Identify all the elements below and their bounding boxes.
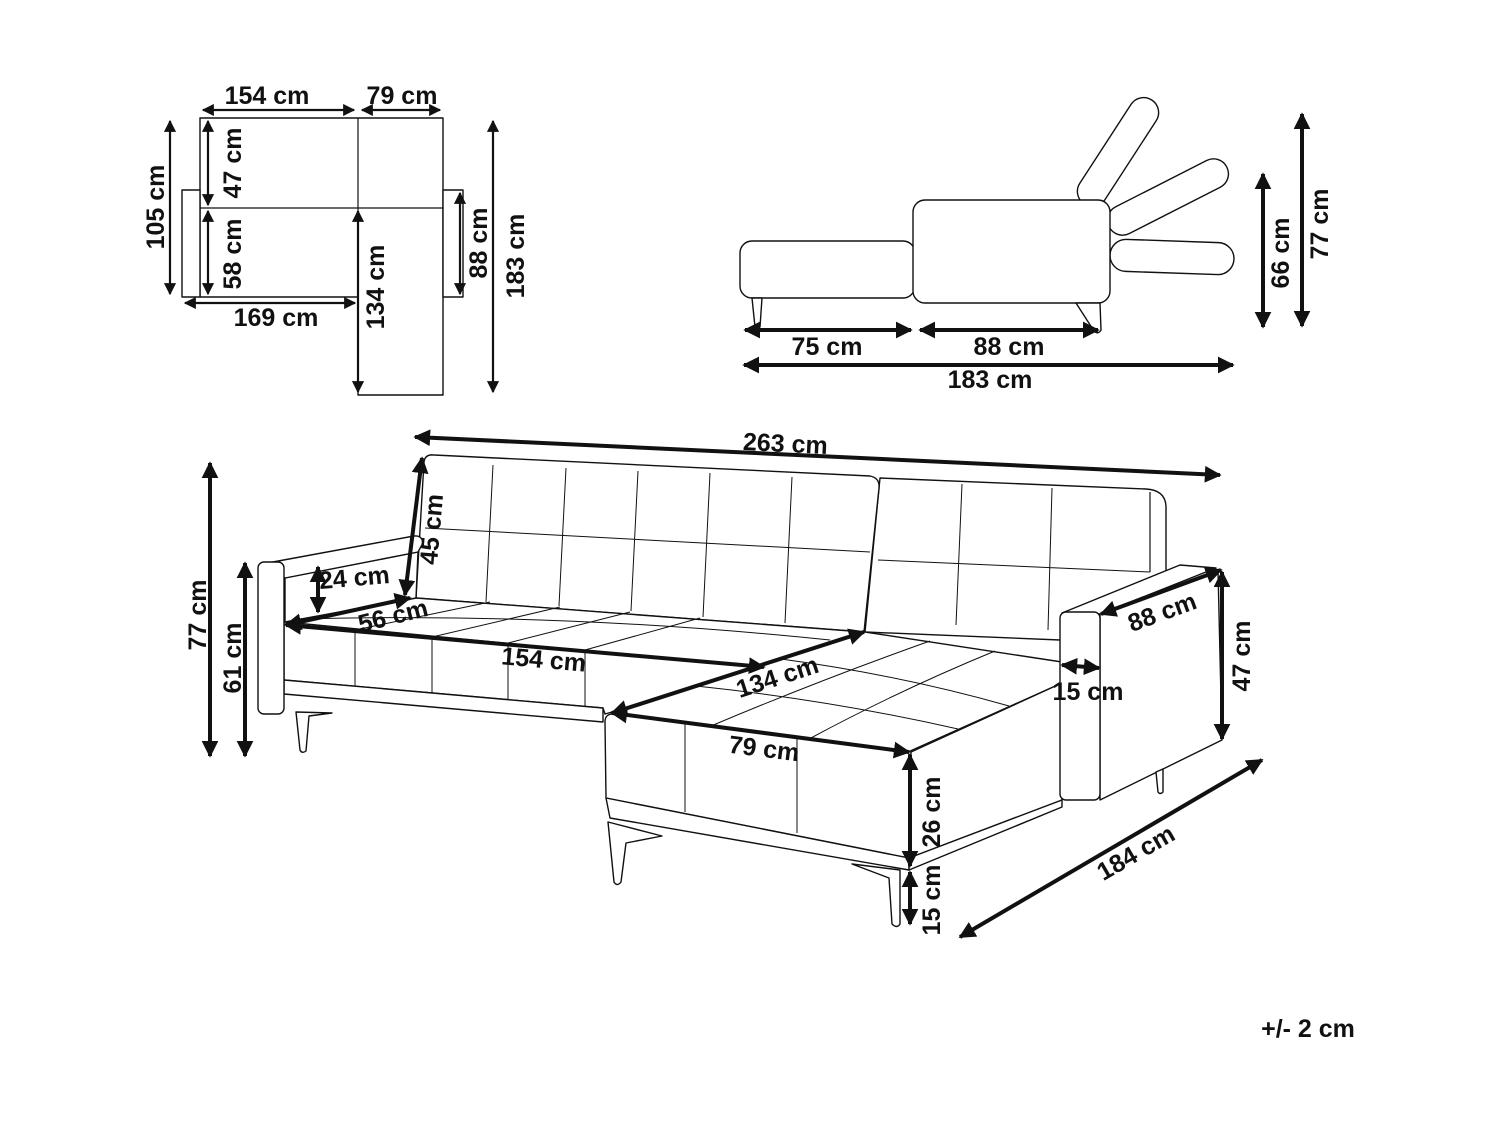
dim-chaise-width [610,706,911,759]
dim-chaise-depth [610,628,866,717]
label-arm-total-height: 61 cm [219,623,247,694]
label-arm-height: 47 cm [1228,621,1256,692]
label-back-height: 45 cm [415,493,449,566]
label-arm-above-seat: 24 cm [318,561,391,595]
leg-left-arm [295,711,333,753]
plan-label-seat-length: 169 cm [234,304,319,332]
side-view: 75 cm 88 cm 183 cm 66 cm 77 cm [739,96,1334,394]
dim-arm-length [1099,567,1223,617]
leg-chaise-right [851,863,901,928]
side-label-seat-length: 75 cm [792,333,863,361]
right-arm-front [1059,611,1101,801]
plan-left-arm [181,189,201,298]
side-label-bed-length: 88 cm [974,333,1045,361]
side-leg-left [751,297,763,330]
plan-label-back-width: 154 cm [225,82,310,110]
backrest-flat [1109,238,1235,276]
tolerance-note: +/- 2 cm [1261,1015,1355,1043]
leg-right-arm [1155,768,1164,795]
side-main-section [912,199,1111,304]
label-seat-height: 26 cm [918,777,946,848]
dim-total-width [413,429,1222,483]
left-arm-front [257,561,285,715]
side-label-height-high: 77 cm [1306,189,1334,260]
dim-back-height [398,456,429,597]
plan-label-back-depth: 47 cm [219,128,247,199]
plan-label-arm-length: 88 cm [465,208,493,279]
label-total-width: 263 cm [742,428,828,460]
dim-total-length [958,758,1264,939]
plan-label-seat-depth: 58 cm [219,219,247,290]
plan-label-total-depth: 183 cm [502,214,530,299]
plan-view: 154 cm 79 cm 105 cm 47 cm 58 cm 169 cm 1… [142,82,530,396]
plan-label-section-depth: 105 cm [142,165,170,250]
label-leg-height: 15 cm [918,865,946,936]
label-arm-width: 15 cm [1053,678,1124,706]
perspective-view: 263 cm 45 cm 24 cm 56 cm 154 cm 134 cm 7… [184,428,1264,939]
backrest-seams [424,464,1151,631]
label-total-height: 77 cm [184,580,212,651]
dim-arm-width [1060,657,1101,676]
side-seat-section [739,240,916,299]
side-label-height-low: 66 cm [1267,218,1295,289]
leg-chaise-left [607,821,663,886]
plan-label-chaise-length: 134 cm [362,245,390,330]
plan-label-chaise-width: 79 cm [367,82,438,110]
side-label-total-length: 183 cm [948,366,1033,394]
